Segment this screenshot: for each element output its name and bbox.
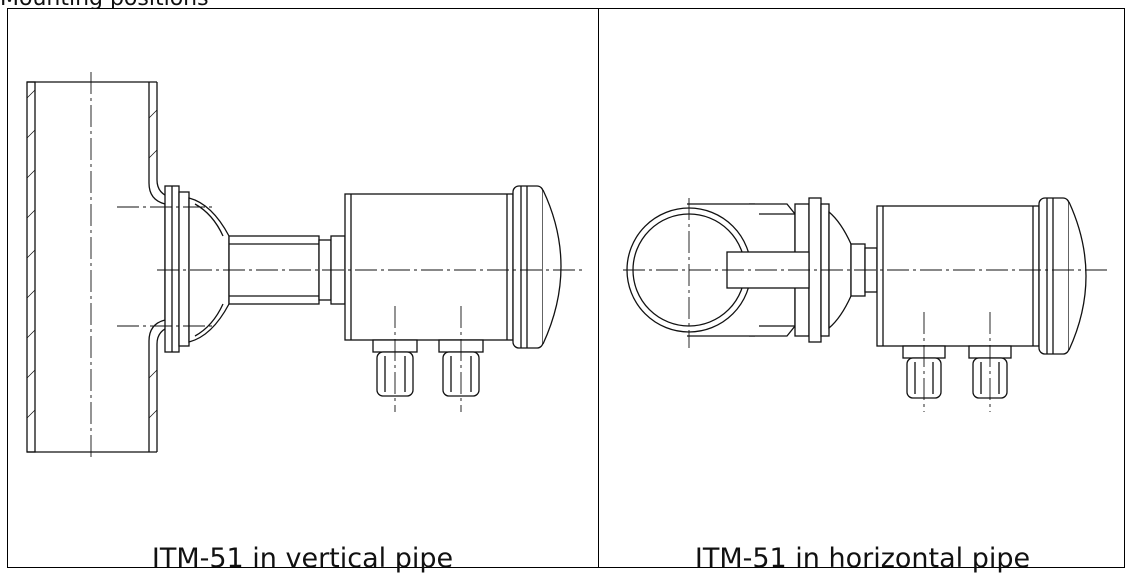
cable-gland-1	[372, 306, 418, 412]
vertical-pipe-drawing	[26, 72, 585, 460]
transmitter-housing	[344, 185, 562, 349]
panel-vertical-pipe: ITM-51 in vertical pipe	[7, 8, 598, 574]
cable-gland-2	[968, 312, 1012, 412]
pipe-wall-left	[26, 81, 36, 453]
transmitter-housing	[876, 197, 1087, 355]
clamp-flange	[164, 185, 190, 353]
cable-gland-2	[438, 306, 484, 412]
cable-gland-1	[902, 312, 946, 412]
panel-horizontal-pipe: ITM-51 in horizontal pipe	[598, 8, 1126, 574]
horizontal-pipe-drawing	[623, 197, 1107, 412]
caption-horizontal-pipe: ITM-51 in horizontal pipe	[694, 543, 1031, 574]
caption-vertical-pipe: ITM-51 in vertical pipe	[151, 543, 454, 574]
top-caption: Mounting positions	[0, 0, 400, 8]
